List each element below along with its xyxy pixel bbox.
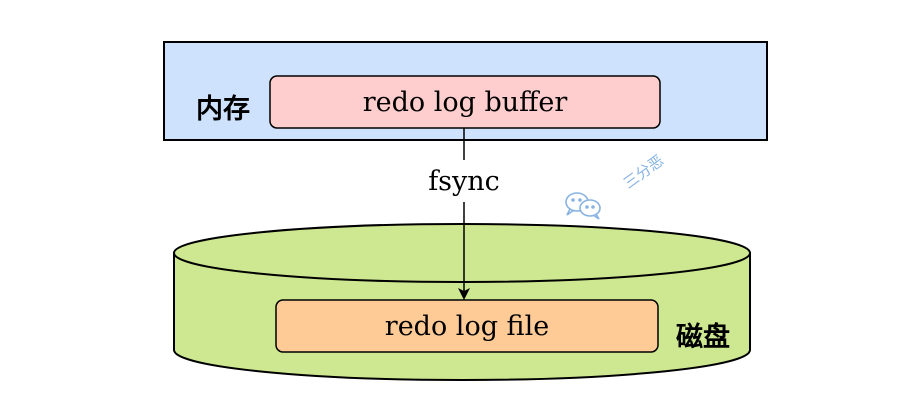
disk-label: 磁盘: [676, 321, 730, 353]
redo-log-file-box: [275, 299, 659, 353]
redo-log-buffer-label: redo log buffer: [362, 86, 568, 118]
wechat-icon: [565, 192, 601, 220]
redo-log-file-label: redo log file: [384, 310, 550, 342]
fsync-label: fsync: [405, 160, 523, 202]
redo-log-buffer-box: [269, 75, 661, 129]
memory-label: 内存: [196, 93, 250, 125]
